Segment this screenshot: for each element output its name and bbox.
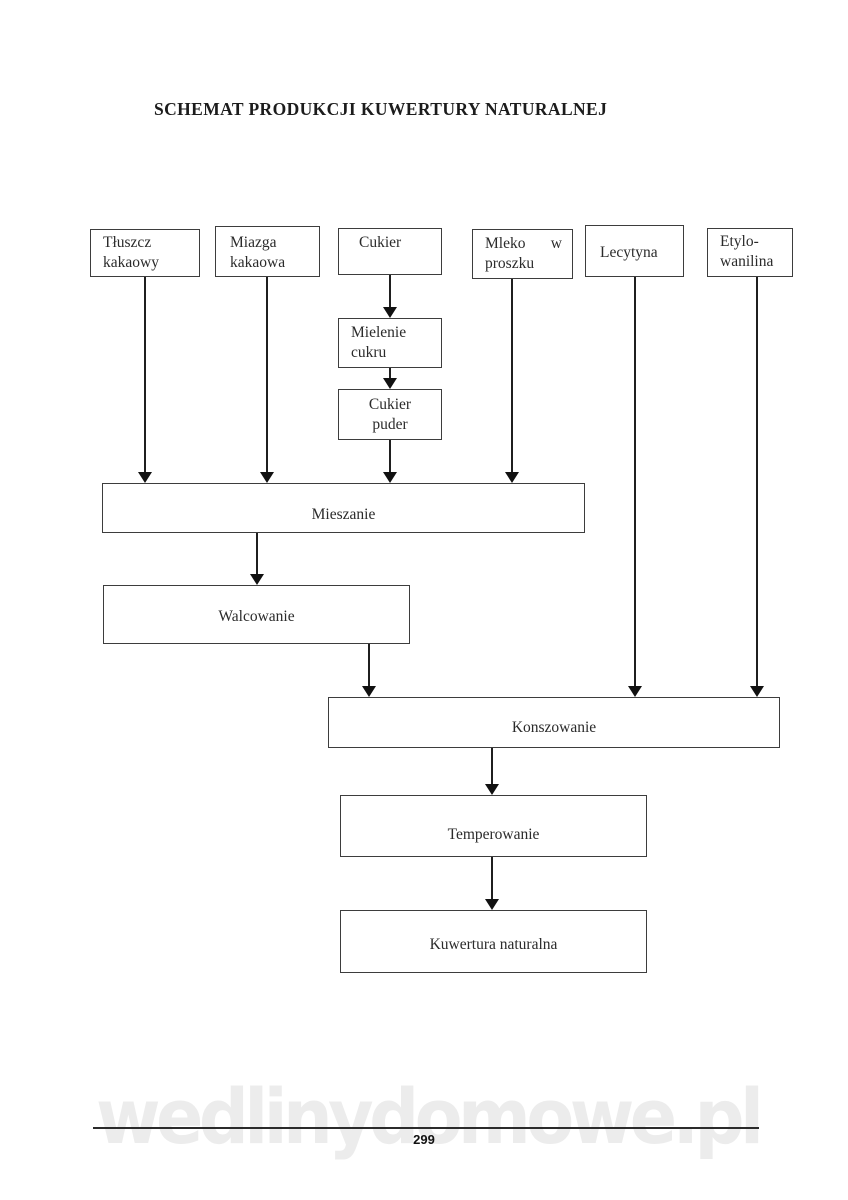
node-mielenie-cukru: Mielenie cukru	[338, 318, 442, 368]
node-temperowanie: Temperowanie	[340, 795, 647, 857]
arrowhead-down-icon	[383, 378, 397, 389]
node-label: kakaowa	[230, 254, 286, 271]
watermark: wedlinydomowe.pl	[96, 1072, 764, 1161]
page-title: SCHEMAT PRODUKCJI KUWERTURY NATURALNEJ	[154, 99, 608, 119]
arrowhead-down-icon	[383, 307, 397, 318]
edge-tluszcz-to-mieszanie	[144, 277, 146, 472]
arrowhead-down-icon	[383, 472, 397, 483]
edge-cukier-to-mielenie	[389, 275, 391, 307]
node-label: Cukier	[359, 234, 402, 251]
node-label: wanilina	[720, 253, 774, 270]
node-label: Miazga	[230, 234, 277, 251]
node-label: proszku	[485, 255, 535, 272]
edge-mielenie-to-cukier-puder	[389, 368, 391, 378]
arrowhead-down-icon	[250, 574, 264, 585]
node-label: Kuwertura naturalna	[429, 935, 558, 953]
edge-walcowanie-to-konszowanie	[368, 644, 370, 686]
edge-konszowanie-to-temperowanie	[491, 748, 493, 784]
node-cukier: Cukier	[338, 228, 442, 275]
arrowhead-down-icon	[628, 686, 642, 697]
node-mieszanie: Mieszanie	[102, 483, 585, 533]
arrowhead-down-icon	[485, 784, 499, 795]
node-kuwertura-naturalna: Kuwertura naturalna	[340, 910, 647, 973]
node-label: Tłuszcz	[103, 234, 152, 251]
arrowhead-down-icon	[750, 686, 764, 697]
edge-miazga-to-mieszanie	[266, 277, 268, 472]
node-lecytyna: Lecytyna	[585, 225, 684, 277]
arrowhead-down-icon	[260, 472, 274, 483]
node-label: Walcowanie	[218, 607, 295, 625]
node-label: Konszowanie	[511, 718, 597, 736]
edge-etylo-to-konszowanie	[756, 277, 758, 686]
arrowhead-down-icon	[505, 472, 519, 483]
node-label: Etylo-	[720, 233, 759, 250]
node-mleko-w-proszku: Mleko w proszku	[472, 229, 573, 279]
node-miazga-kakaowa: Miazga kakaowa	[215, 226, 320, 277]
edge-cukier-puder-to-mieszanie	[389, 440, 391, 472]
node-walcowanie: Walcowanie	[103, 585, 410, 644]
node-konszowanie: Konszowanie	[328, 697, 780, 748]
node-label-word: w	[550, 235, 562, 252]
node-tluszcz-kakaowy: Tłuszcz kakaowy	[90, 229, 200, 277]
node-label: Cukier	[368, 396, 412, 413]
edge-temperowanie-to-kuwertura	[491, 857, 493, 899]
node-label: kakaowy	[103, 254, 159, 271]
node-label: Lecytyna	[600, 244, 658, 261]
footer-divider	[93, 1127, 759, 1129]
arrowhead-down-icon	[138, 472, 152, 483]
arrowhead-down-icon	[485, 899, 499, 910]
node-label: puder	[372, 416, 408, 433]
node-cukier-puder: Cukier puder	[338, 389, 442, 440]
node-label-word: Mleko	[485, 235, 526, 252]
edge-lecytyna-to-konszowanie	[634, 277, 636, 686]
arrowhead-down-icon	[362, 686, 376, 697]
edge-mieszanie-to-walcowanie	[256, 533, 258, 574]
node-label: Mieszanie	[311, 506, 376, 523]
node-label: Temperowanie	[447, 826, 540, 843]
node-etylo-wanilina: Etylo- wanilina	[707, 228, 793, 277]
node-label: cukru	[351, 344, 387, 361]
node-label: Mielenie	[351, 324, 407, 341]
node-label: Mleko w	[485, 234, 562, 254]
page-number: 299	[413, 1132, 435, 1147]
edge-mleko-to-mieszanie	[511, 279, 513, 472]
